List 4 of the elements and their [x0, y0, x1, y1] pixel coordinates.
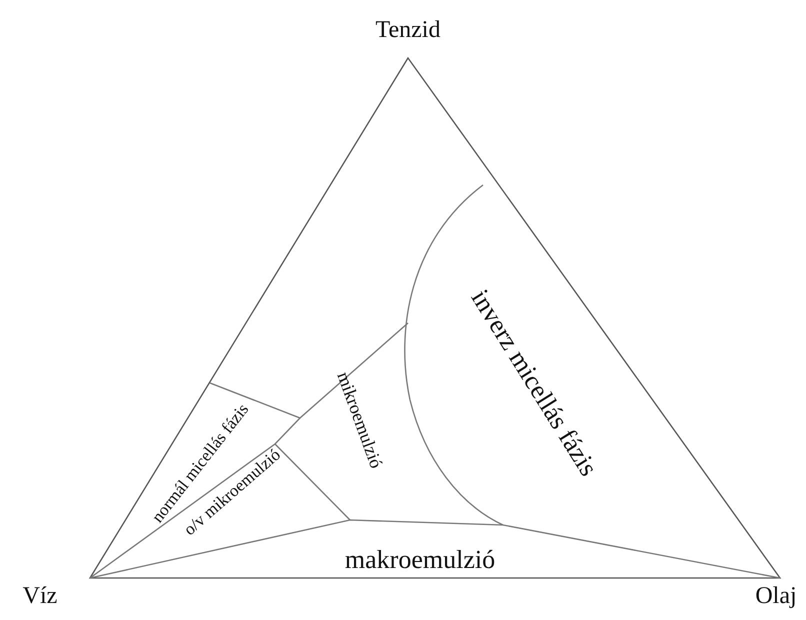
region-label: makroemulzió: [344, 547, 496, 573]
vertex-label: Víz: [22, 584, 58, 608]
vertex-label: Tenzid: [376, 18, 440, 42]
vertex-label: Olaj: [755, 584, 797, 608]
